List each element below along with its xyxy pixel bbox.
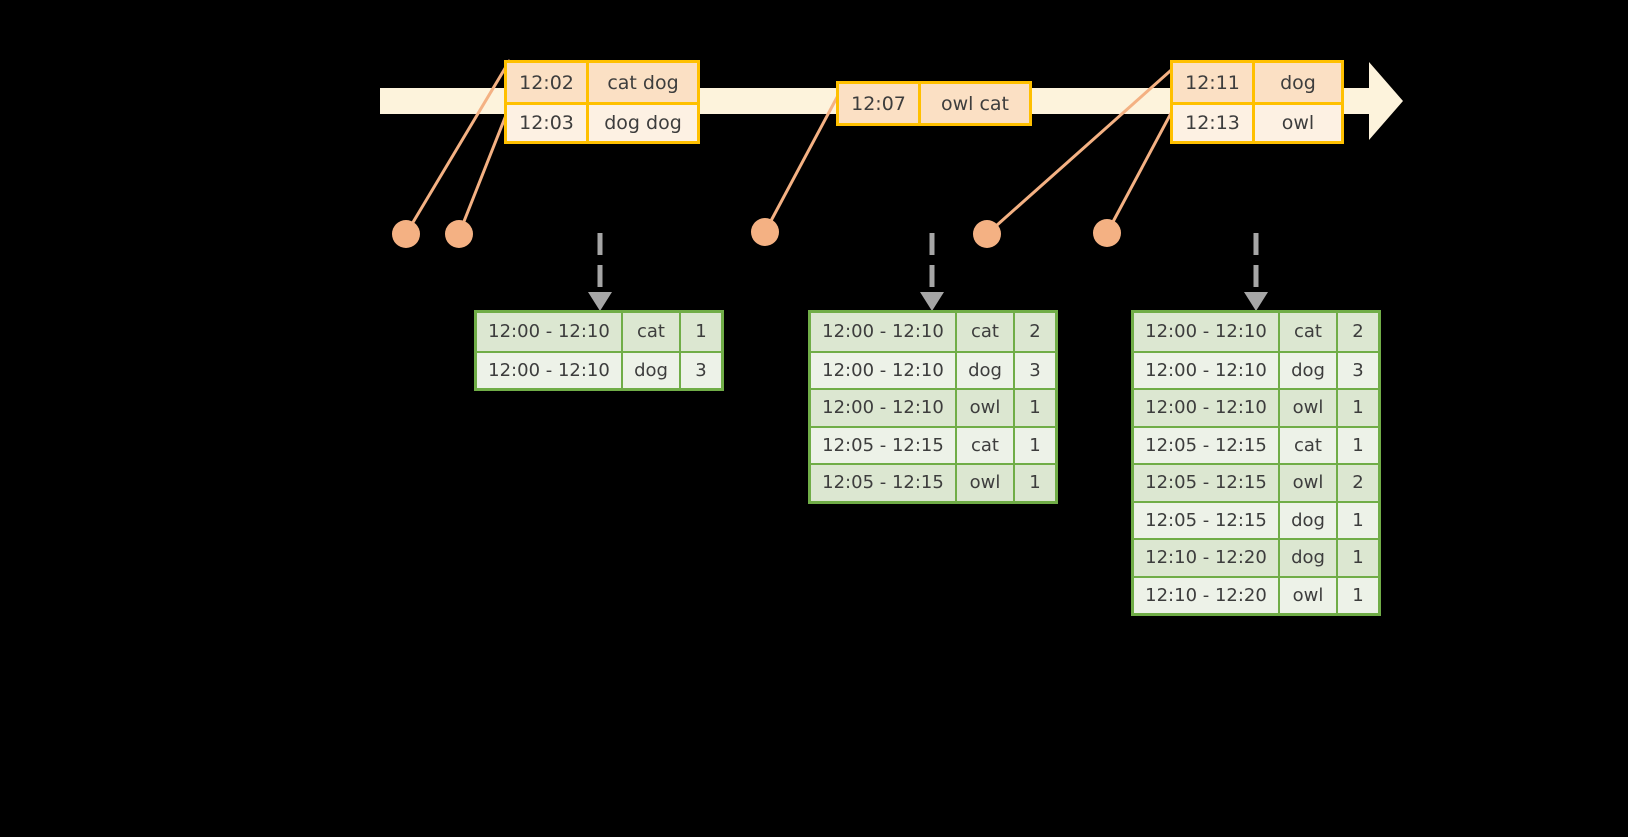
table-row[interactable]: 12:05 - 12:15 owl 1 — [811, 463, 1055, 501]
event-row[interactable]: 12:07 owl cat — [839, 84, 1029, 123]
down-arrow-table-1 — [588, 233, 612, 311]
connector-line-1202 — [404, 59, 512, 235]
cell-word: owl — [1280, 465, 1338, 501]
cell-word: dog — [1280, 502, 1338, 538]
event-words: dog dog — [589, 105, 697, 141]
cell-count: 2 — [1338, 313, 1378, 351]
cell-window: 12:00 - 12:10 — [811, 352, 957, 388]
cell-window: 12:05 - 12:15 — [811, 465, 957, 501]
result-table-3[interactable]: 12:00 - 12:10 cat 2 12:00 - 12:10 dog 3 … — [1131, 310, 1381, 616]
cell-count: 1 — [1015, 427, 1055, 463]
cell-window: 12:05 - 12:15 — [811, 427, 957, 463]
cell-word: cat — [1280, 313, 1338, 351]
table-row[interactable]: 12:00 - 12:10 owl 1 — [1134, 388, 1378, 426]
table-row[interactable]: 12:00 - 12:10 cat 2 — [811, 313, 1055, 351]
table-row[interactable]: 12:10 - 12:20 dog 1 — [1134, 538, 1378, 576]
cell-window: 12:05 - 12:15 — [1134, 427, 1280, 463]
cell-word: dog — [1280, 540, 1338, 576]
table-row[interactable]: 12:05 - 12:15 cat 1 — [811, 425, 1055, 463]
event-dot-1207 — [751, 218, 779, 246]
table-row[interactable]: 12:05 - 12:15 cat 1 — [1134, 425, 1378, 463]
cell-window: 12:00 - 12:10 — [1134, 352, 1280, 388]
cell-window: 12:05 - 12:15 — [1134, 502, 1280, 538]
cell-count: 3 — [681, 352, 721, 388]
cell-word: cat — [957, 427, 1015, 463]
event-dot-1202 — [392, 220, 420, 248]
cell-count: 1 — [1338, 540, 1378, 576]
cell-window: 12:00 - 12:10 — [1134, 390, 1280, 426]
event-dot-1213 — [1093, 219, 1121, 247]
cell-word: dog — [957, 352, 1015, 388]
event-time: 12:11 — [1173, 63, 1255, 102]
result-table-1[interactable]: 12:00 - 12:10 cat 1 12:00 - 12:10 dog 3 — [474, 310, 724, 391]
cell-word: dog — [623, 352, 681, 388]
cell-window: 12:05 - 12:15 — [1134, 465, 1280, 501]
down-arrow-table-2 — [920, 233, 944, 311]
table-row[interactable]: 12:00 - 12:10 cat 1 — [477, 313, 721, 351]
event-words: cat dog — [589, 63, 697, 102]
table-row[interactable]: 12:05 - 12:15 dog 1 — [1134, 500, 1378, 538]
cell-word: dog — [1280, 352, 1338, 388]
event-group-2[interactable]: 12:07 owl cat — [836, 81, 1032, 126]
cell-count: 2 — [1338, 465, 1378, 501]
table-row[interactable]: 12:00 - 12:10 dog 3 — [811, 350, 1055, 388]
event-group-1[interactable]: 12:02 cat dog 12:03 dog dog — [504, 60, 700, 144]
cell-word: owl — [1280, 577, 1338, 613]
cell-count: 1 — [1338, 390, 1378, 426]
cell-count: 3 — [1015, 352, 1055, 388]
cell-count: 1 — [1015, 390, 1055, 426]
event-time: 12:13 — [1173, 105, 1255, 141]
event-row[interactable]: 12:02 cat dog — [507, 63, 697, 102]
event-time: 12:07 — [839, 84, 921, 123]
cell-count: 1 — [1338, 502, 1378, 538]
event-dot-1211 — [973, 220, 1001, 248]
cell-word: cat — [957, 313, 1015, 351]
event-row[interactable]: 12:11 dog — [1173, 63, 1341, 102]
result-table-2[interactable]: 12:00 - 12:10 cat 2 12:00 - 12:10 dog 3 … — [808, 310, 1058, 504]
cell-window: 12:00 - 12:10 — [1134, 313, 1280, 351]
cell-word: owl — [957, 390, 1015, 426]
connector-dots — [392, 218, 1121, 248]
event-words: dog — [1255, 63, 1341, 102]
table-row[interactable]: 12:00 - 12:10 dog 3 — [477, 350, 721, 388]
cell-word: owl — [957, 465, 1015, 501]
table-row[interactable]: 12:00 - 12:10 owl 1 — [811, 388, 1055, 426]
event-dot-1203 — [445, 220, 473, 248]
down-arrows — [588, 233, 1268, 311]
cell-count: 3 — [1338, 352, 1378, 388]
connector-line-1207 — [763, 87, 844, 233]
cell-window: 12:10 - 12:20 — [1134, 577, 1280, 613]
connector-line-1213 — [1105, 101, 1179, 234]
cell-count: 1 — [1338, 427, 1378, 463]
table-row[interactable]: 12:00 - 12:10 cat 2 — [1134, 313, 1378, 351]
event-time: 12:03 — [507, 105, 589, 141]
table-row[interactable]: 12:00 - 12:10 dog 3 — [1134, 350, 1378, 388]
cell-window: 12:00 - 12:10 — [811, 313, 957, 351]
cell-word: owl — [1280, 390, 1338, 426]
cell-count: 1 — [1338, 577, 1378, 613]
event-row[interactable]: 12:03 dog dog — [507, 102, 697, 141]
event-words: owl cat — [921, 84, 1029, 123]
cell-window: 12:00 - 12:10 — [811, 390, 957, 426]
down-arrow-table-3 — [1244, 233, 1268, 311]
cell-word: cat — [623, 313, 681, 351]
cell-count: 2 — [1015, 313, 1055, 351]
cell-window: 12:00 - 12:10 — [477, 352, 623, 388]
event-row[interactable]: 12:13 owl — [1173, 102, 1341, 141]
table-row[interactable]: 12:05 - 12:15 owl 2 — [1134, 463, 1378, 501]
event-words: owl — [1255, 105, 1341, 141]
event-group-3[interactable]: 12:11 dog 12:13 owl — [1170, 60, 1344, 144]
cell-word: cat — [1280, 427, 1338, 463]
cell-count: 1 — [1015, 465, 1055, 501]
cell-window: 12:10 - 12:20 — [1134, 540, 1280, 576]
cell-count: 1 — [681, 313, 721, 351]
table-row[interactable]: 12:10 - 12:20 owl 1 — [1134, 575, 1378, 613]
cell-window: 12:00 - 12:10 — [477, 313, 623, 351]
event-time: 12:02 — [507, 63, 589, 102]
